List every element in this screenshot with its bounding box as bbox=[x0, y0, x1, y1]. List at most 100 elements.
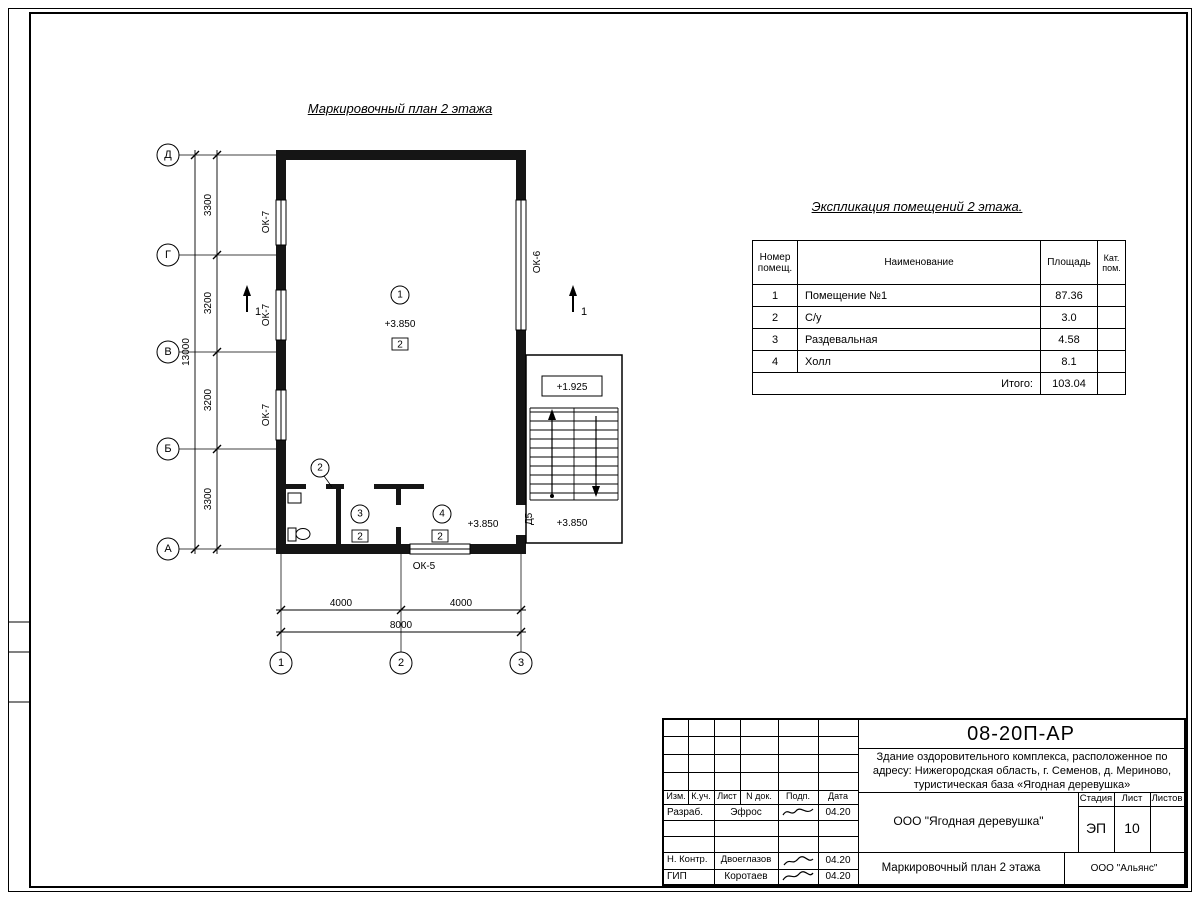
axis-label: В bbox=[164, 346, 171, 358]
tb-date: 04.20 bbox=[825, 855, 851, 866]
tb-grid-line bbox=[664, 820, 858, 821]
tb-role: ГИП bbox=[667, 871, 687, 882]
tb-grid-line bbox=[858, 720, 859, 884]
room-bubbles bbox=[310, 285, 452, 524]
tb-grid-line bbox=[858, 748, 1184, 749]
elevation-mark: +3.850 bbox=[557, 518, 588, 529]
section-number: 1 bbox=[255, 306, 261, 318]
axis-label: Г bbox=[165, 249, 171, 261]
axis-label: 3 bbox=[518, 657, 524, 669]
section-number: 1 bbox=[581, 306, 587, 318]
sink bbox=[287, 492, 302, 504]
room-cat bbox=[1097, 372, 1126, 395]
floor-type-mark: 2 bbox=[437, 532, 443, 543]
tb-name: Коротаев bbox=[724, 871, 768, 882]
tb-col-header: К.уч. bbox=[691, 791, 711, 802]
axis-label: А bbox=[164, 543, 172, 555]
toilet-bowl bbox=[295, 528, 311, 540]
stair-annex bbox=[525, 354, 623, 544]
room-number: 2 bbox=[317, 463, 323, 474]
room-number: 4 bbox=[439, 509, 445, 520]
room-cat bbox=[1097, 284, 1126, 307]
axis-label: Б bbox=[164, 443, 171, 455]
tb-grid-line bbox=[778, 720, 779, 884]
total-value: 103.04 bbox=[1040, 372, 1098, 395]
tb-grid-line bbox=[1078, 806, 1184, 807]
tb-col-header: Дата bbox=[828, 791, 848, 802]
dim-text: 3200 bbox=[203, 291, 214, 314]
sanitary-fixtures bbox=[287, 492, 311, 542]
room-number: 3 bbox=[357, 509, 363, 520]
tb-role: Н. Контр. bbox=[667, 854, 708, 866]
tb-grid-line bbox=[1150, 792, 1151, 852]
tb-date: 04.20 bbox=[825, 806, 851, 818]
signature bbox=[778, 804, 818, 820]
toilet-tank bbox=[287, 527, 297, 542]
tb-col-header: N док. bbox=[746, 791, 772, 802]
dimension-texts: 3300 3200 3200 3300 13000 4000 4000 8000 bbox=[181, 193, 473, 631]
elevation-mark: +3.850 bbox=[385, 319, 416, 330]
tb-name: Эфрос bbox=[730, 806, 762, 818]
tb-grid-line bbox=[664, 790, 858, 791]
tb-grid-line bbox=[1114, 792, 1115, 852]
dimension-lines bbox=[190, 150, 526, 637]
tb-drawing-title: Маркировочный план 2 этажа bbox=[881, 861, 1041, 874]
room-name: Помещение №1 bbox=[797, 284, 1041, 307]
room-name: С/у bbox=[797, 306, 1041, 329]
floor-type-mark: 2 bbox=[397, 340, 403, 351]
plan-walls bbox=[276, 150, 526, 554]
opening-labels: ОК-7 ОК-7 ОК-7 ОК-6 ОК-5 Д5 bbox=[261, 210, 543, 572]
tb-grid-line bbox=[664, 736, 858, 737]
tb-grid-line bbox=[664, 772, 858, 773]
tb-grid-line bbox=[664, 836, 858, 837]
dim-text: 13000 bbox=[181, 338, 192, 366]
room-num: 3 bbox=[752, 328, 798, 351]
room-area: 4.58 bbox=[1040, 328, 1098, 351]
window-label: ОК-6 bbox=[532, 250, 543, 273]
elevation-texts: +3.850 +3.850 +1.925 +3.850 2 2 2 bbox=[357, 319, 588, 543]
room-area: 3.0 bbox=[1040, 306, 1098, 329]
stage-value: ЭП bbox=[1085, 820, 1107, 837]
floor-type-mark: 2 bbox=[357, 532, 363, 543]
tb-grid-line bbox=[714, 720, 715, 884]
room-number: 1 bbox=[397, 290, 403, 301]
signature bbox=[778, 852, 818, 869]
tb-grid-line bbox=[664, 869, 858, 870]
schedule-col-cat: Кат. пом. bbox=[1097, 240, 1126, 285]
room-num: 1 bbox=[752, 284, 798, 307]
tb-grid-line bbox=[688, 720, 689, 804]
table-row: 3 Раздевальная 4.58 bbox=[752, 328, 1126, 351]
tb-grid-line bbox=[1064, 852, 1065, 884]
tb-grid-line bbox=[818, 720, 819, 884]
room-name: Раздевальная bbox=[797, 328, 1041, 351]
room-cat bbox=[1097, 350, 1126, 373]
room-area: 87.36 bbox=[1040, 284, 1098, 307]
tb-col-header: Подп. bbox=[786, 791, 810, 802]
axis-label: Д bbox=[164, 149, 172, 161]
axis-lines bbox=[179, 154, 522, 652]
dim-text: 8000 bbox=[390, 620, 413, 631]
stage-label: Стадия bbox=[1079, 792, 1113, 804]
schedule-col-area: Площадь bbox=[1040, 240, 1098, 285]
window-label: ОК-7 bbox=[261, 303, 272, 326]
tb-grid-line bbox=[858, 792, 1184, 793]
schedule-col-num: Номер помещ. bbox=[752, 240, 798, 285]
company-name: ООО "Ягодная деревушка" bbox=[893, 814, 1044, 829]
schedule-col-name: Наименование bbox=[797, 240, 1041, 285]
project-description-line: туристическая база «Ягодная деревушка» bbox=[913, 778, 1131, 791]
dim-text: 3200 bbox=[203, 388, 214, 411]
room-area: 8.1 bbox=[1040, 350, 1098, 373]
stair-treads bbox=[529, 407, 619, 501]
room-name: Холл bbox=[797, 350, 1041, 373]
tb-date: 04.20 bbox=[825, 871, 851, 882]
axis-label: 2 bbox=[398, 657, 404, 669]
room-num: 2 bbox=[752, 306, 798, 329]
tb-name: Двоеглазов bbox=[720, 854, 772, 866]
elevation-mark: +3.850 bbox=[468, 519, 499, 530]
org-name: ООО "Альянс" bbox=[1090, 862, 1158, 874]
table-row: 2 С/у 3.0 bbox=[752, 306, 1126, 329]
total-label: Итого: bbox=[752, 372, 1041, 395]
room-num: 4 bbox=[752, 350, 798, 373]
title-block: 08-20П-АР Здание оздоровительного компле… bbox=[662, 718, 1186, 886]
